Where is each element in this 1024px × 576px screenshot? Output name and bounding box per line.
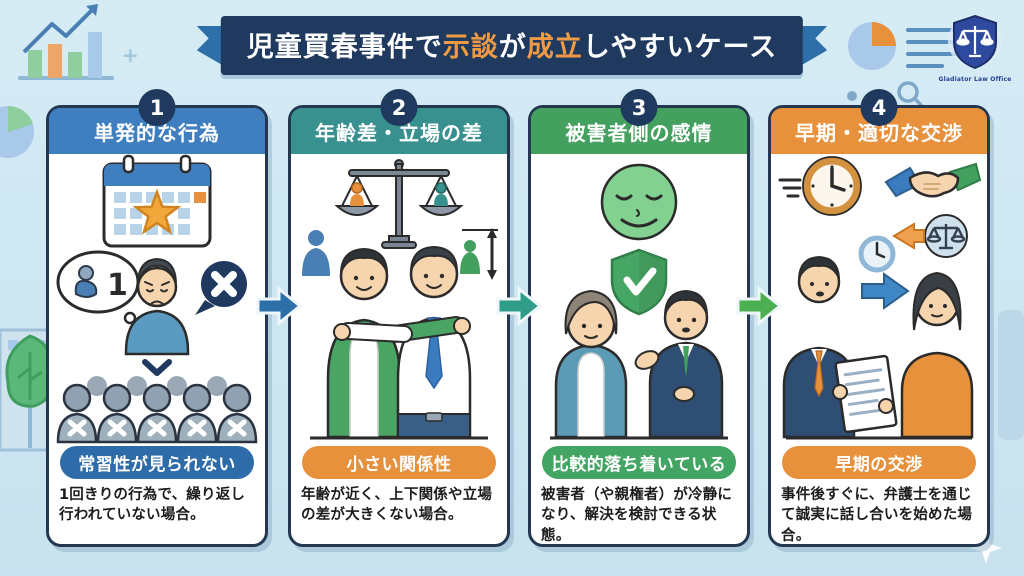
x-mark-bubble-icon xyxy=(195,261,247,315)
panel-number-badge: 2 xyxy=(380,89,418,126)
bar-chart-decor-icon: + xyxy=(18,4,139,80)
small-clock-icon xyxy=(858,235,896,273)
panel-description: 1回きりの行為で、繰り返し行われていない場合。 xyxy=(59,487,246,524)
calm-face-icon xyxy=(600,163,678,241)
badge-label: 比較的落ち着いている xyxy=(551,455,727,475)
flow-arrow-2 xyxy=(496,286,542,326)
title-banner: 児童買春事件で示談が成立しやすいケース xyxy=(220,16,804,75)
pie-decor-left-icon xyxy=(0,105,34,158)
page-title: 児童買春事件で示談が成立しやすいケース xyxy=(220,16,804,75)
illustration-single-act: 1 xyxy=(49,154,265,444)
panel-description: 事件後すぐに、弁護士を通じて誠実に話し合いを始めた場合。 xyxy=(781,487,973,544)
thought-bubble-icon: 1 xyxy=(56,250,144,332)
victim-woman-illustration xyxy=(554,289,628,439)
title-highlight: 成立 xyxy=(526,32,583,63)
title-highlight: 示談 xyxy=(442,32,499,63)
panel-number: 2 xyxy=(391,95,407,120)
illustration-victim-emotion xyxy=(531,154,747,444)
panel-number-badge: 4 xyxy=(860,89,898,126)
illustration-early-negotiation xyxy=(771,154,987,444)
flow-arrow-1 xyxy=(256,286,302,326)
title-segment: しやすいケース xyxy=(582,32,778,63)
illustration-age-status-gap xyxy=(291,154,507,444)
height-arrow-icon xyxy=(460,228,498,280)
panel-badge: 比較的落ち着いている xyxy=(542,446,736,479)
lawyer-document-illustration xyxy=(782,255,898,439)
panel-number: 3 xyxy=(631,95,647,120)
sad-person-illustration xyxy=(124,257,190,356)
fast-clock-icon xyxy=(778,156,862,216)
two-friends-illustration xyxy=(326,245,472,439)
calendar-icon xyxy=(102,154,212,248)
victim-woman-illustration xyxy=(900,271,974,439)
title-segment: 児童買春事件で xyxy=(246,32,443,63)
panel-description: 被害者（や親権者）が冷静になり、解決を検討できる状態。 xyxy=(541,487,733,544)
chevron-down-icon xyxy=(142,359,172,376)
orange-arrow-icon xyxy=(892,222,925,250)
panel-victim-emotion: 3 被害者側の感情 xyxy=(528,89,750,547)
svg-text:+: + xyxy=(122,43,139,67)
panel-badge: 小さい関係性 xyxy=(302,446,496,479)
panel-header: 年齢差・立場の差 xyxy=(291,108,507,154)
logo-text: Gladiator Law Office xyxy=(938,76,1012,83)
right-edge-decor xyxy=(998,310,1024,440)
small-person-icon xyxy=(302,230,330,276)
panel-description: 年齢が近く、上下関係や立場の差が大きくない場合。 xyxy=(301,487,493,524)
crowd-crossed-icon xyxy=(56,376,258,444)
shield-scales-icon xyxy=(948,14,1002,70)
balance-scale-icon xyxy=(334,159,464,249)
panel-number-badge: 1 xyxy=(138,89,176,126)
panel-number: 4 xyxy=(871,95,887,120)
sparkle-icon xyxy=(970,532,1002,564)
flow-arrow-3 xyxy=(736,286,782,326)
panel-number-badge: 3 xyxy=(620,89,658,126)
law-office-logo: Gladiator Law Office xyxy=(936,12,1014,83)
panel-age-status-gap: 2 年齢差・立場の差 xyxy=(288,89,510,547)
handshake-icon xyxy=(884,162,982,198)
negotiator-man-illustration xyxy=(634,289,724,439)
blue-arrow-icon xyxy=(861,272,910,310)
title-segment: が xyxy=(498,32,527,63)
panel-badge: 常習性が見られない xyxy=(60,446,254,479)
pie-report-decor-icon xyxy=(847,22,972,109)
star-icon xyxy=(132,188,182,235)
panel-early-negotiation: 4 早期・適切な交渉 xyxy=(768,89,990,547)
incident-count: 1 xyxy=(107,268,128,303)
panel-badge: 早期の交渉 xyxy=(782,446,976,479)
panel-number: 1 xyxy=(149,95,165,120)
badge-label: 早期の交渉 xyxy=(835,455,923,475)
panel-header: 単発的な行為 xyxy=(49,108,265,154)
badge-label: 小さい関係性 xyxy=(346,455,452,475)
panel-single-act: 1 単発的な行為 xyxy=(46,89,268,547)
shield-check-icon xyxy=(610,248,668,316)
scale-circle-icon xyxy=(924,214,968,258)
badge-label: 常習性が見られない xyxy=(78,455,236,475)
